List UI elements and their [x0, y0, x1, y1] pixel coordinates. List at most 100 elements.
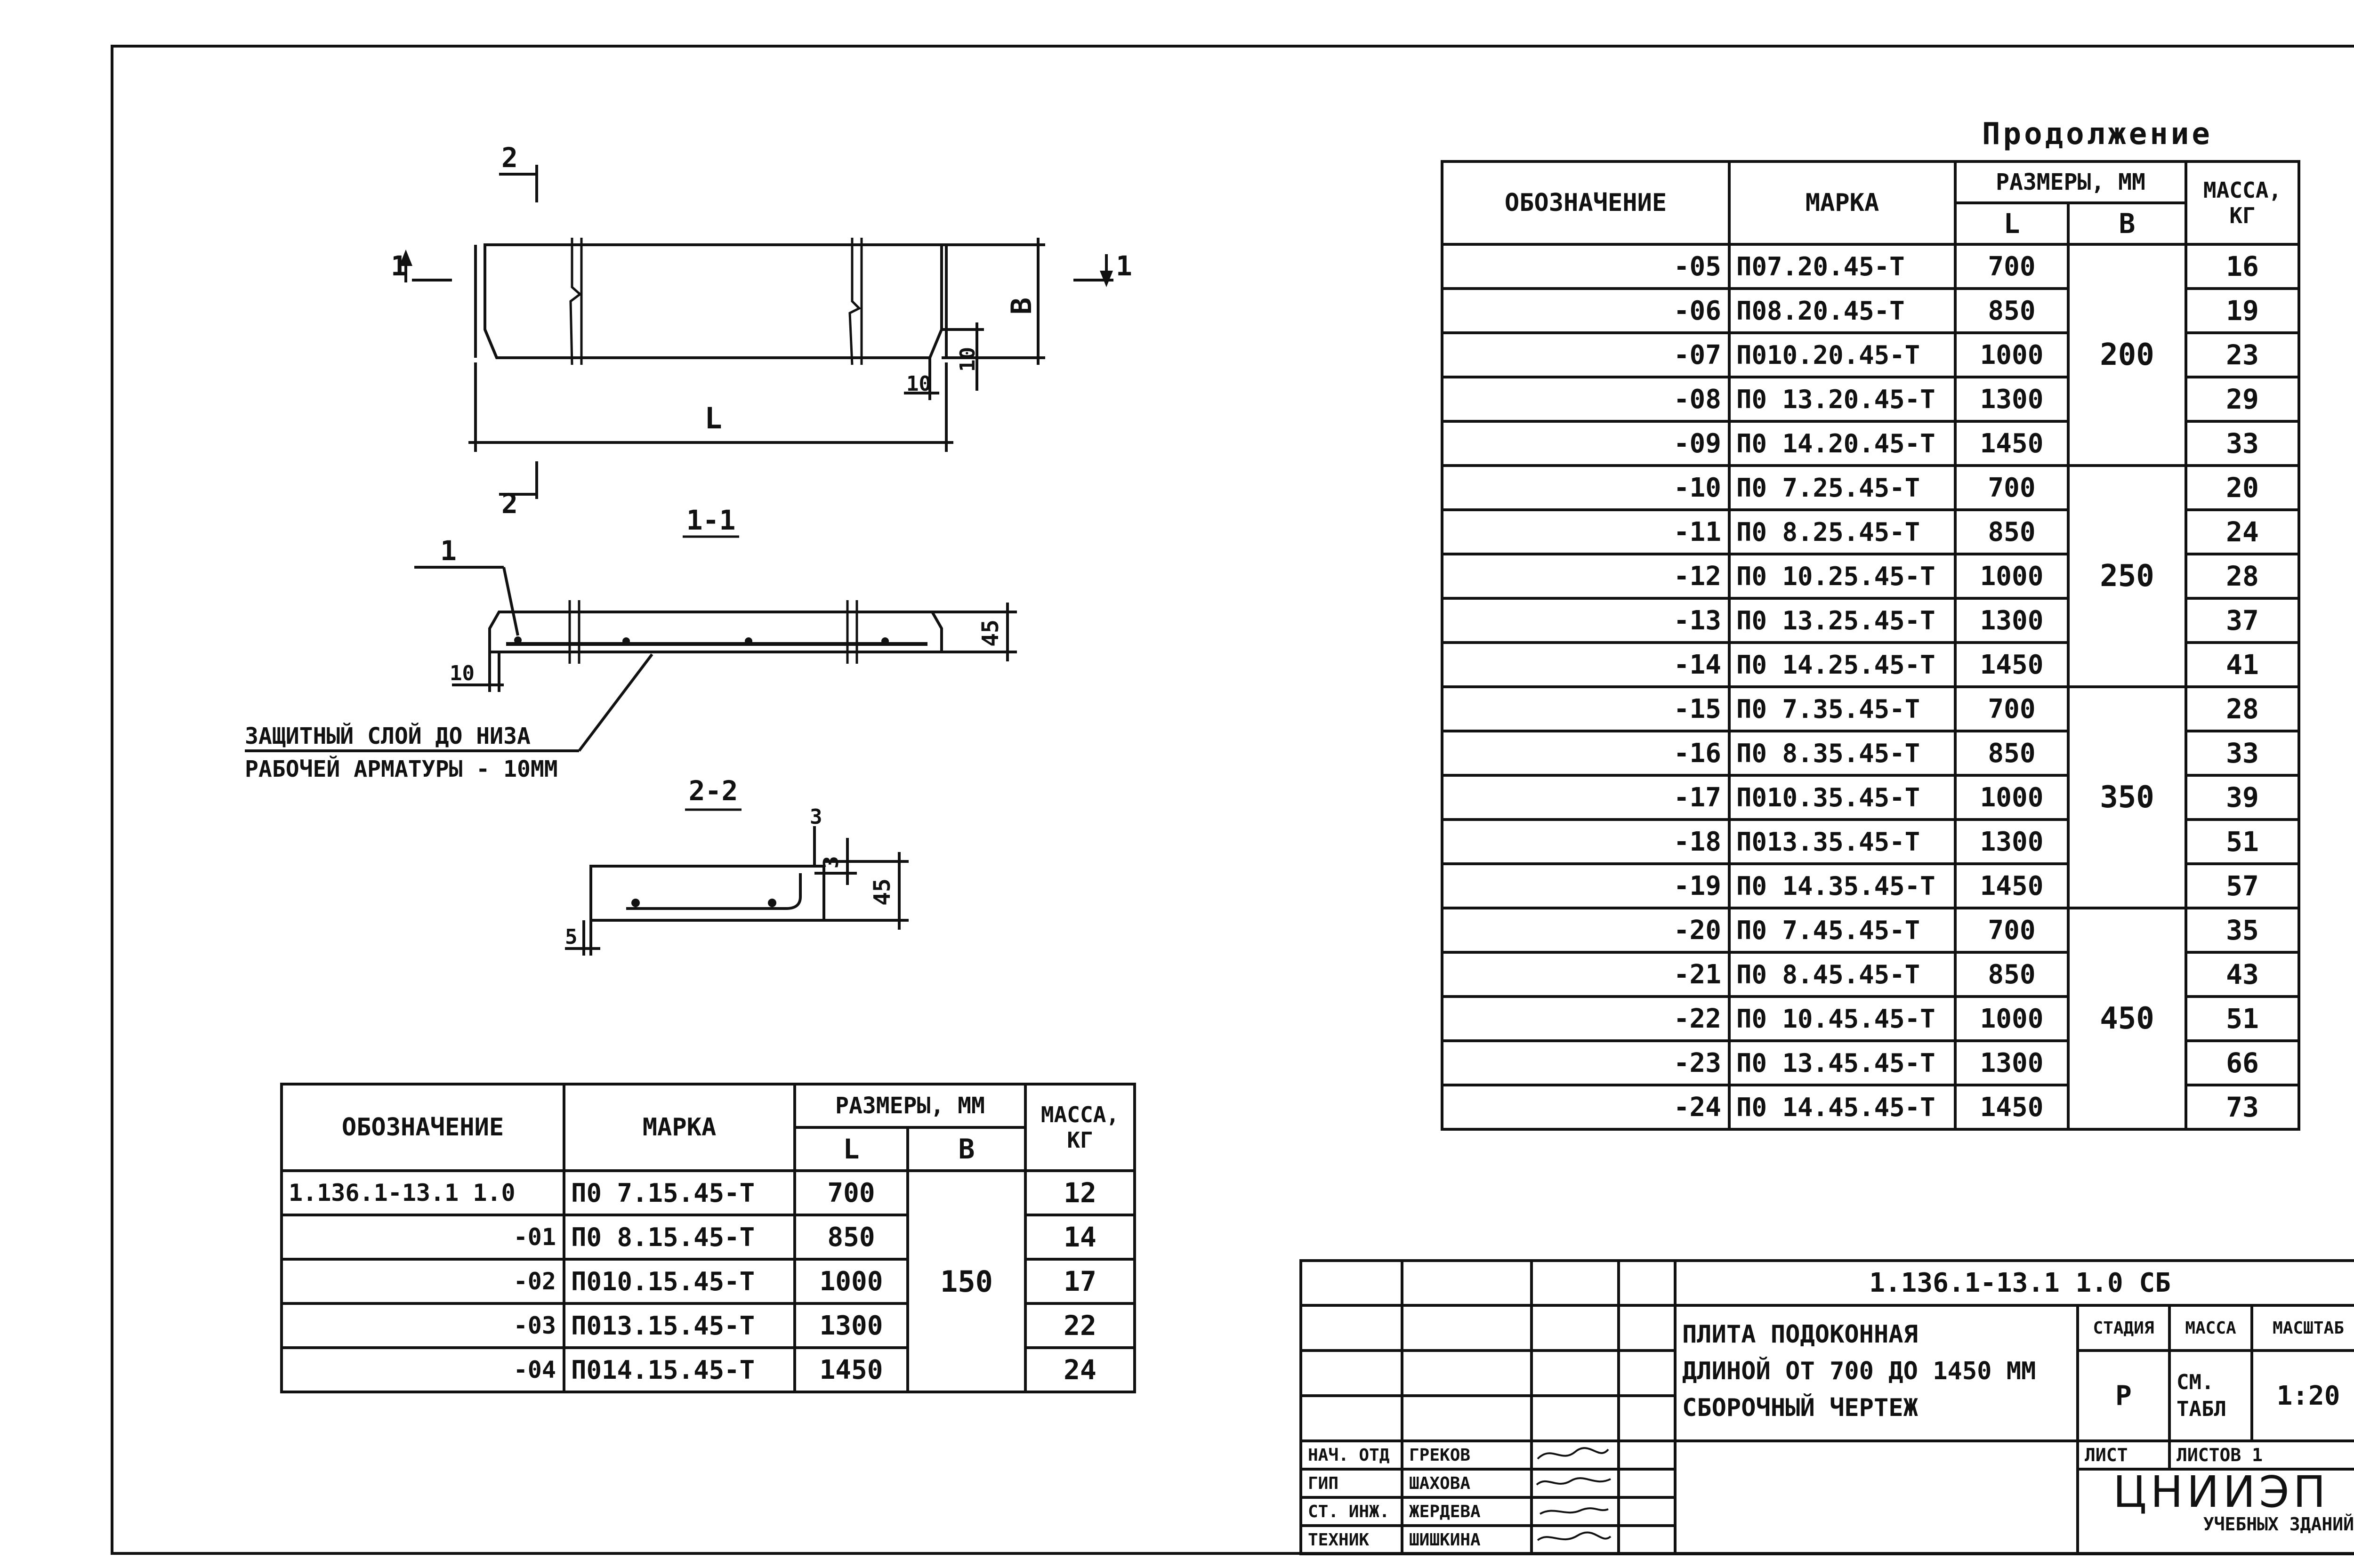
stamp-code: 1.136.1-13.1 1.0 СБ	[1673, 1259, 2354, 1307]
cell-l: 700	[1954, 464, 2070, 511]
cell-l: 1450	[1954, 420, 2070, 467]
cell-designation: -18	[1441, 818, 1731, 865]
stamp-scale-header: МАСШТАБ	[2250, 1304, 2354, 1352]
cell-b: 150	[906, 1169, 1027, 1393]
cell-mark: П0 8.25.45-Т	[1728, 508, 1957, 555]
cell-l: 850	[1954, 287, 2070, 334]
cell-mark: П0 7.35.45-Т	[1728, 685, 1957, 732]
cell-mark: П0 14.45.45-Т	[1728, 1084, 1957, 1131]
marks-table: ОБОЗНАЧЕНИЕ МАРКА РАЗМЕРЫ, ММ МАССА, КГ …	[280, 1083, 1137, 1393]
name-1: ШАХОВА	[1401, 1468, 1533, 1499]
section-2-2-outline	[589, 865, 825, 922]
cell-designation: -06	[1441, 287, 1731, 334]
name-2: ЖЕРДЕВА	[1401, 1496, 1533, 1527]
cell-mass: 16	[2185, 243, 2301, 290]
cell-mass: 33	[2185, 420, 2301, 467]
header-sizes: РАЗМЕРЫ, ММ	[1953, 160, 2188, 204]
cell-l: 1000	[793, 1258, 909, 1305]
cell-mark: П0 7.45.45-Т	[1728, 907, 1957, 954]
cell-mark: П0 7.25.45-Т	[1728, 464, 1957, 511]
dim-5: 5	[565, 925, 578, 949]
cell-b: 250	[2066, 464, 2188, 688]
cell-mark: П08.20.45-Т	[1728, 287, 1957, 334]
cell-designation: -02	[280, 1258, 565, 1305]
role-3: ТЕХНИК	[1299, 1524, 1403, 1555]
cell-designation: -22	[1441, 995, 1731, 1042]
section-2-2-title: 2-2	[689, 775, 738, 807]
cell-mark: П0 8.45.45-Т	[1728, 951, 1957, 998]
cell-l: 1450	[1954, 1084, 2070, 1131]
cell-mark: П0 14.35.45-Т	[1728, 862, 1957, 909]
cell-l: 1300	[793, 1302, 909, 1349]
cell-designation: -13	[1441, 597, 1731, 644]
cell-l: 1300	[1954, 1039, 2070, 1086]
cell-mass: 22	[1024, 1302, 1137, 1349]
dim-3b: 3	[819, 856, 843, 869]
cell-designation: -12	[1441, 553, 1731, 600]
cell-mark: П0 7.15.45-Т	[563, 1169, 796, 1216]
cell-designation: -08	[1441, 376, 1731, 423]
cell-designation: -19	[1441, 862, 1731, 909]
cell-mark: П010.20.45-Т	[1728, 331, 1957, 378]
cell-mass: 43	[2185, 951, 2301, 998]
section-mark-2-bottom: 2	[501, 488, 518, 520]
cell-mass: 20	[2185, 464, 2301, 511]
stamp-mass-header: МАССА	[2168, 1304, 2253, 1352]
section-1-1-outline	[488, 611, 943, 653]
stamp-title-line-2: ДЛИНОЙ ОТ 700 ДО 1450 ММ	[1682, 1357, 2036, 1385]
cell-l: 850	[793, 1214, 909, 1261]
small-header-mass: МАССА, КГ	[1024, 1083, 1137, 1172]
cell-l: 1000	[1954, 553, 2070, 600]
signature-2	[1530, 1496, 1620, 1527]
stamp-title-line-1: ПЛИТА ПОДОКОННАЯ	[1682, 1320, 1918, 1349]
cell-mark: П07.20.45-Т	[1728, 243, 1957, 290]
cell-mass: 73	[2185, 1084, 2301, 1131]
cell-designation: -16	[1441, 730, 1731, 777]
cell-designation: -10	[1441, 464, 1731, 511]
cell-mass: 17	[1024, 1258, 1137, 1305]
section-mark-1-left: 1	[391, 250, 407, 282]
dim-b-label: B	[1005, 298, 1038, 314]
section-mark-2-top: 2	[501, 142, 518, 174]
cell-mass: 24	[2185, 508, 2301, 555]
header-b: B	[2066, 201, 2188, 246]
cell-mass: 39	[2185, 774, 2301, 821]
cell-l: 850	[1954, 951, 2070, 998]
stamp-sheets-header: ЛИСТОВ 1	[2168, 1439, 2354, 1471]
cell-designation: -23	[1441, 1039, 1731, 1086]
small-header-b: B	[906, 1126, 1027, 1172]
header-designation: ОБОЗНАЧЕНИЕ	[1441, 160, 1731, 246]
stamp-mass-line-2: ТАБЛ	[2177, 1397, 2226, 1421]
cell-mark: П0 8.15.45-Т	[563, 1214, 796, 1261]
cell-designation: 1.136.1-13.1 1.0	[280, 1169, 565, 1216]
role-2: СТ. ИНЖ.	[1299, 1496, 1403, 1527]
cell-l: 700	[1954, 907, 2070, 954]
marks-table-continued: ОБОЗНАЧЕНИЕ МАРКА РАЗМЕРЫ, ММ МАССА, КГ …	[1441, 160, 2301, 1131]
cell-l: 1300	[1954, 818, 2070, 865]
cell-mass: 37	[2185, 597, 2301, 644]
cell-designation: -05	[1441, 243, 1731, 290]
cell-designation: -11	[1441, 508, 1731, 555]
cell-mass: 51	[2185, 995, 2301, 1042]
cell-l: 700	[1954, 243, 2070, 290]
cell-l: 850	[1954, 508, 2070, 555]
cell-mark: П010.35.45-Т	[1728, 774, 1957, 821]
stamp-sheet-header: ЛИСТ	[2076, 1439, 2171, 1471]
cell-mass: 35	[2185, 907, 2301, 954]
small-header-designation: ОБОЗНАЧЕНИЕ	[280, 1083, 565, 1172]
cell-mass: 19	[2185, 287, 2301, 334]
cell-l: 1000	[1954, 331, 2070, 378]
cell-mark: П0 8.35.45-Т	[1728, 730, 1957, 777]
